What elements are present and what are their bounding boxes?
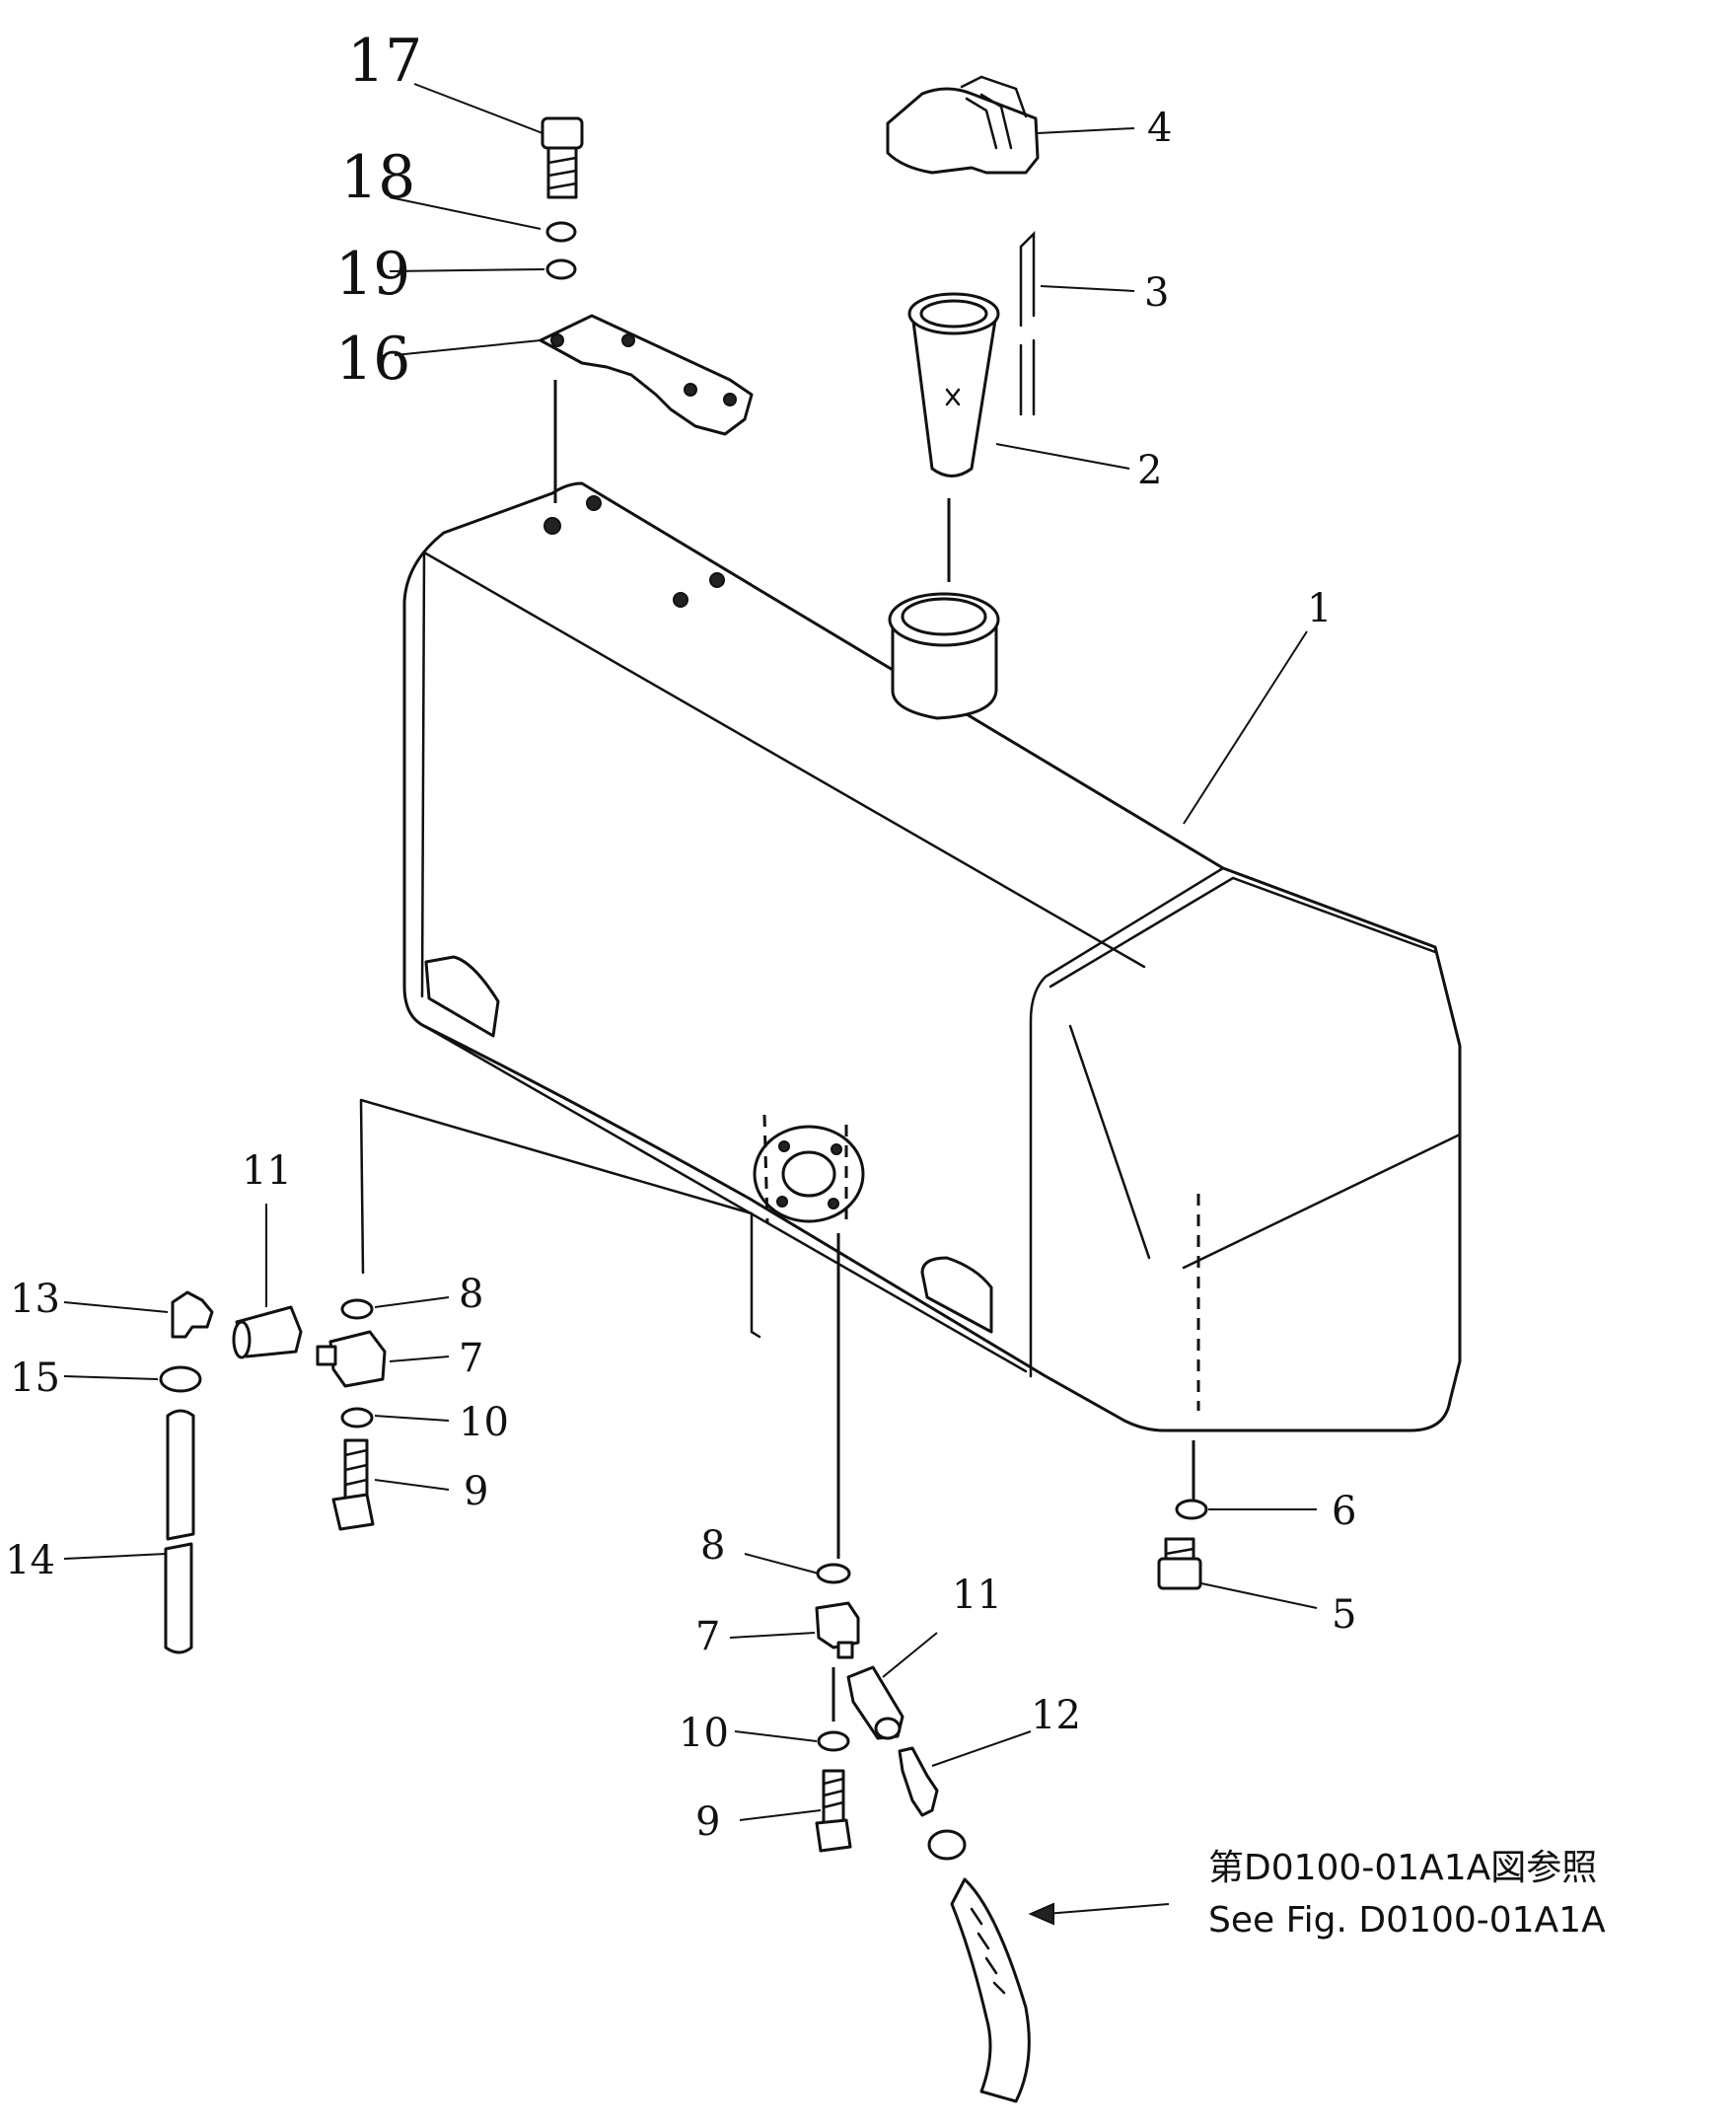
callout-2: 2: [1137, 448, 1162, 493]
washer-8-bottom: [816, 1563, 851, 1584]
callout-17: 17: [347, 27, 422, 96]
bolt-9-bottom: [815, 1769, 852, 1853]
leader-lines: [63, 83, 1318, 1926]
hose-14: [164, 1409, 195, 1654]
callout-11-bottom: 11: [952, 1573, 1002, 1618]
reference-english: See Fig. D0100-01A1A: [1208, 1900, 1606, 1941]
bolt-5: [1157, 1537, 1202, 1590]
reference-japanese: 第D0100-01A1A図参照: [1208, 1848, 1597, 1888]
spring-washer-18: [545, 221, 577, 243]
figure-reference-note: 第D0100-01A1A図参照 See Fig. D0100-01A1A: [1208, 1848, 1606, 1941]
callout-12: 12: [1031, 1693, 1081, 1738]
callout-8-left: 8: [459, 1272, 483, 1317]
filler-strainer: [907, 292, 1000, 582]
callout-6: 6: [1332, 1489, 1356, 1534]
callout-4: 4: [1147, 106, 1172, 151]
callout-13: 13: [10, 1277, 60, 1322]
callout-9-left: 9: [464, 1469, 488, 1514]
callout-8-bottom: 8: [700, 1523, 725, 1569]
callout-labels: 17 18 19 16 4 3 2 1 11 13 15 14 8 7 10 9…: [5, 27, 1356, 1845]
dipstick: [1019, 230, 1036, 416]
callout-5: 5: [1332, 1592, 1356, 1638]
joint-7-bottom: [815, 1601, 860, 1659]
bolt-9-left: [331, 1438, 375, 1531]
callout-3: 3: [1144, 270, 1169, 316]
fitting-11-bottom: [846, 1665, 904, 1740]
washer-10-left: [340, 1407, 374, 1429]
callout-10-bottom: 10: [679, 1711, 729, 1756]
callout-9-bottom: 9: [695, 1799, 720, 1845]
washer-6: [1175, 1499, 1208, 1520]
washer-8-left: [340, 1298, 374, 1320]
callout-15: 15: [10, 1356, 60, 1401]
callout-7-left: 7: [459, 1336, 483, 1381]
fuel-cap: [886, 75, 1040, 175]
bolt-17: [541, 116, 584, 199]
fuel-tank: [359, 481, 1462, 1432]
callout-1: 1: [1307, 586, 1332, 631]
callout-19: 19: [335, 240, 410, 309]
callout-7-bottom: 7: [695, 1614, 720, 1659]
mounting-bracket: [539, 314, 754, 503]
joint-7-left: [316, 1330, 387, 1388]
nipple-12: [898, 1746, 939, 1817]
callout-18: 18: [340, 143, 415, 212]
callout-14: 14: [5, 1538, 55, 1583]
clamp-15: [159, 1365, 202, 1393]
washer-10-bottom: [817, 1730, 850, 1752]
hose-bottom: [950, 1877, 1031, 2103]
clamp-bottom: [927, 1829, 967, 1861]
plain-washer-19: [545, 258, 577, 280]
fitting-11-left: [232, 1305, 303, 1359]
callout-11-left: 11: [242, 1148, 292, 1194]
callout-16: 16: [335, 325, 410, 394]
callout-10-left: 10: [459, 1400, 509, 1445]
elbow-13: [171, 1290, 214, 1339]
